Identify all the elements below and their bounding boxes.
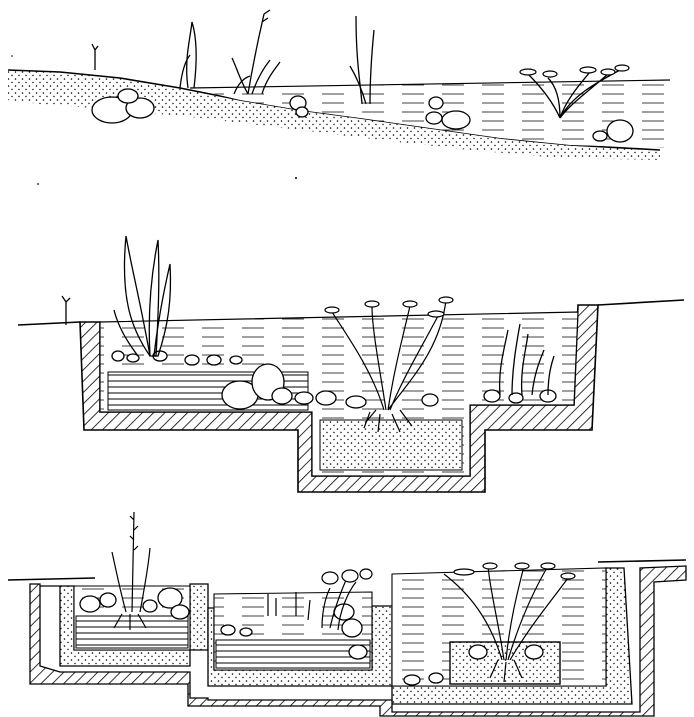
sediment-basin-left xyxy=(75,615,189,649)
rock-icon xyxy=(111,350,557,410)
ground-surface-right xyxy=(597,299,685,306)
rock-icon xyxy=(91,88,634,143)
water-lily-icon xyxy=(321,562,576,585)
plant-icon xyxy=(61,235,555,396)
ground-surface-left xyxy=(7,577,96,581)
speck-marks xyxy=(11,55,297,185)
ground-surface-left xyxy=(17,321,81,326)
sediment-deep-center xyxy=(319,419,463,471)
water-surface xyxy=(189,79,671,89)
rock-icon xyxy=(79,587,544,686)
plant-icon xyxy=(111,511,569,683)
panel-natural-sloped-bank xyxy=(7,9,671,160)
water-lily-icon xyxy=(324,296,454,318)
sediment-basin-middle xyxy=(215,639,371,669)
plant-icon xyxy=(331,299,447,433)
foundation-hatch xyxy=(29,565,687,717)
panel-stepped-concrete-basins xyxy=(7,511,687,717)
panel-lined-pond-with-deep-center xyxy=(17,235,685,493)
water-lily-icon xyxy=(519,64,630,78)
ground-surface-right xyxy=(597,559,687,563)
plant-icon xyxy=(91,9,621,119)
